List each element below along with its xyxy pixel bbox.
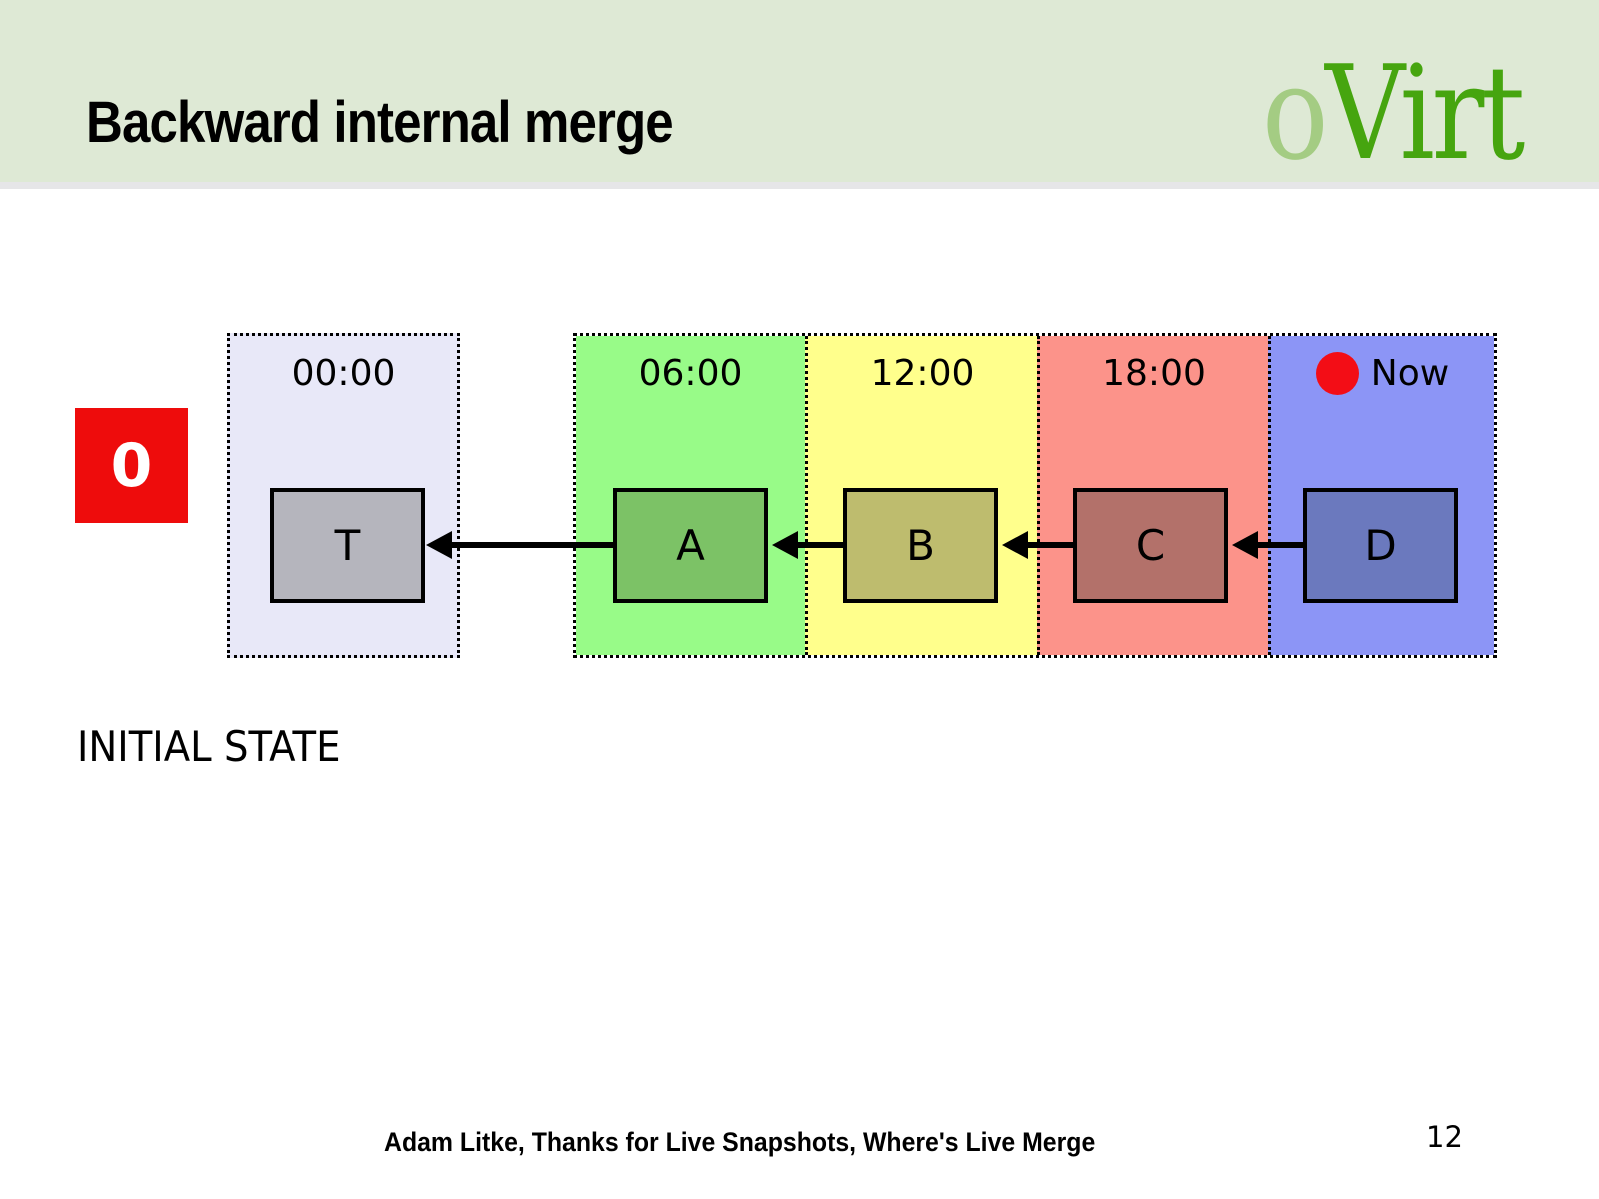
- timeline-section-0000: 00:00 T: [227, 333, 460, 658]
- ovirt-logo-virt: Virt: [1325, 37, 1525, 189]
- arrow-a-to-t-line: [446, 542, 613, 548]
- volume-label-t: T: [334, 520, 361, 570]
- arrow-b-to-a-line: [792, 542, 843, 548]
- volume-box-a: A: [613, 488, 768, 603]
- header-band: [0, 0, 1599, 182]
- volume-label-b: B: [906, 520, 935, 570]
- footer-credit: Adam Litke, Thanks for Live Snapshots, W…: [384, 1127, 1096, 1157]
- arrow-c-to-b-line: [1022, 542, 1073, 548]
- page-number: 12: [1426, 1120, 1463, 1154]
- time-label-now-row: Now: [1271, 352, 1494, 396]
- chain-count-badge: 0: [75, 408, 188, 523]
- time-label-now: Now: [1370, 353, 1450, 394]
- volume-box-b: B: [843, 488, 998, 603]
- chain-count-label: 0: [110, 430, 153, 501]
- now-dot-icon: [1315, 352, 1359, 396]
- page-title: Backward internal merge: [86, 90, 674, 155]
- state-caption: INITIAL STATE: [77, 722, 341, 771]
- volume-label-a: A: [676, 520, 705, 570]
- volume-box-t: T: [270, 488, 425, 603]
- header-divider: [0, 182, 1599, 189]
- ovirt-logo: oVirt: [1262, 48, 1525, 178]
- time-label-1200: 12:00: [870, 353, 975, 394]
- time-label-0600: 06:00: [638, 353, 743, 394]
- volume-box-d: D: [1303, 488, 1458, 603]
- volume-box-c: C: [1073, 488, 1228, 603]
- time-label-0000: 00:00: [291, 353, 396, 394]
- volume-label-d: D: [1364, 520, 1397, 570]
- ovirt-logo-o: o: [1262, 37, 1329, 189]
- volume-label-c: C: [1135, 520, 1166, 570]
- time-label-1800: 18:00: [1102, 353, 1206, 394]
- timeline-band: 06:00 12:00 18:00 Now A B C D: [573, 333, 1497, 658]
- arrow-d-to-c-line: [1252, 542, 1303, 548]
